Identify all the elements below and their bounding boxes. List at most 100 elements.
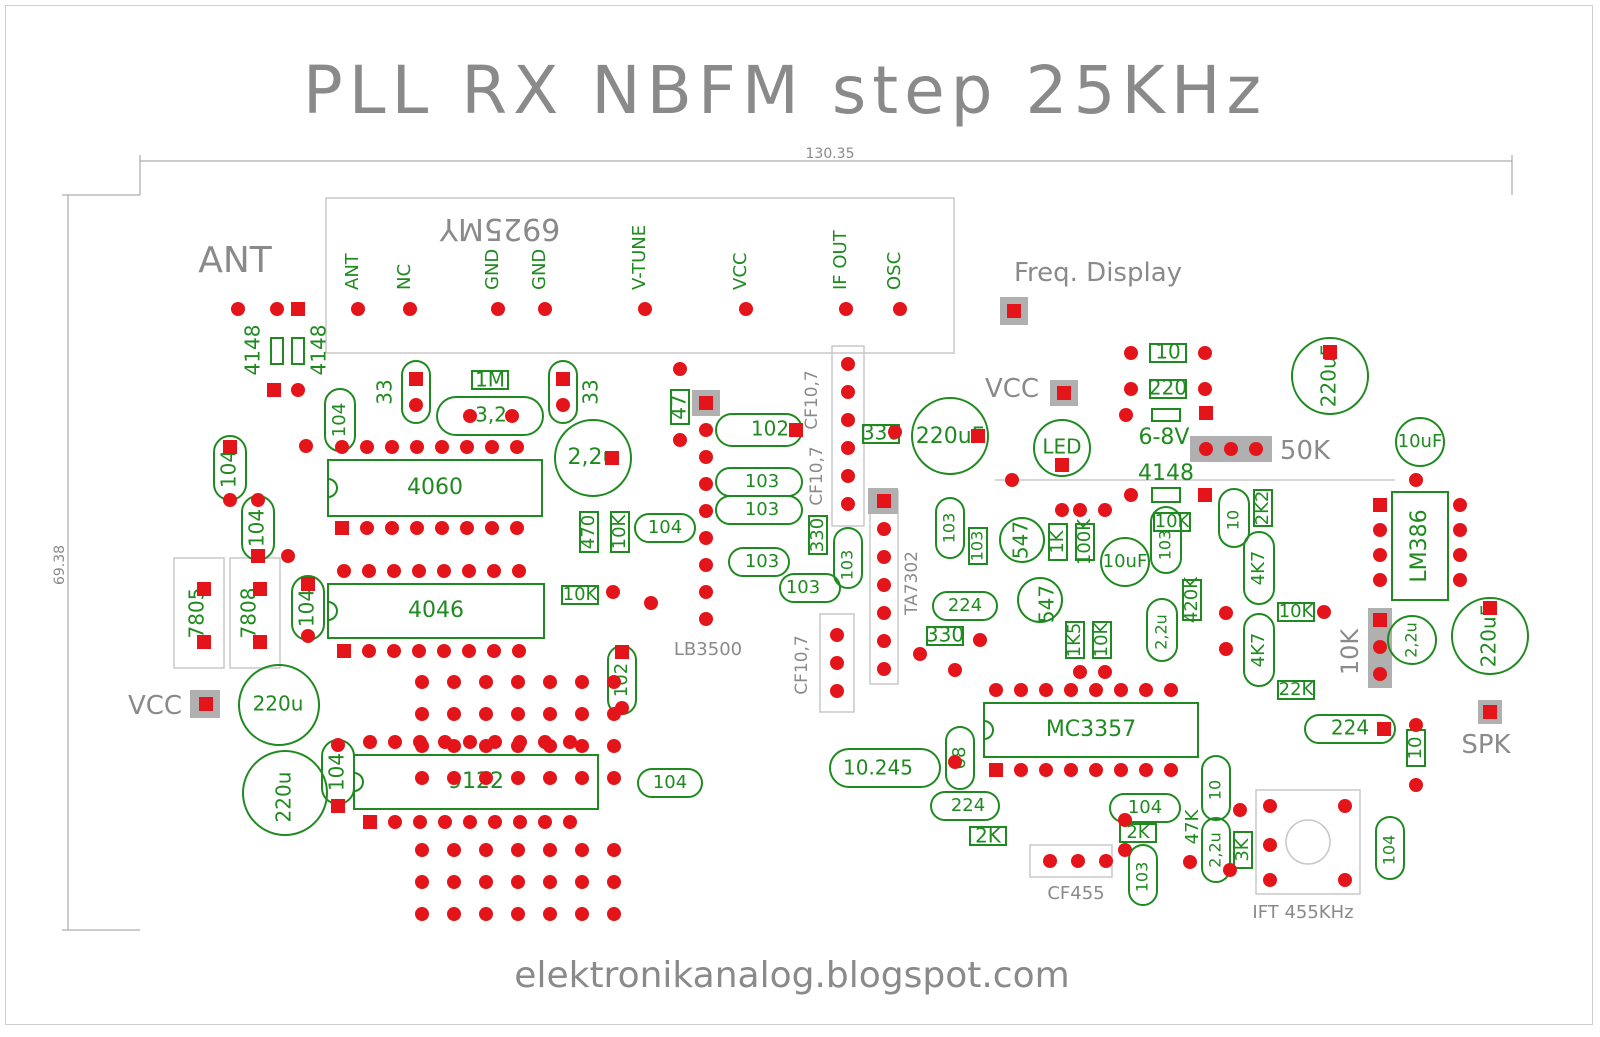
resistor-10b-label: 10	[1405, 737, 1426, 760]
pad-round	[1453, 548, 1467, 562]
ic-notch	[327, 478, 338, 498]
pad-round	[410, 521, 424, 535]
ic-notch	[353, 772, 364, 792]
pad-round	[543, 707, 557, 721]
pad-round	[1064, 763, 1078, 777]
pad-round	[485, 440, 499, 454]
cap-103f	[935, 497, 965, 559]
cap-68	[945, 726, 975, 790]
pad-round	[543, 771, 557, 785]
pad-round	[360, 521, 374, 535]
pad-round	[1373, 548, 1387, 562]
cap-2u2c-label: 2,2u	[1402, 622, 1421, 658]
pad-round	[360, 440, 374, 454]
pad-round	[447, 875, 461, 889]
led-label: LED	[1042, 435, 1081, 459]
resistor-330c-label: 330	[926, 623, 964, 647]
pad-round	[388, 735, 402, 749]
pad-round	[387, 644, 401, 658]
pad-round	[1064, 683, 1078, 697]
pad-round	[1233, 803, 1247, 817]
pad-square	[1323, 345, 1337, 359]
transistor-547a-label: 547	[1009, 521, 1033, 559]
pad-round	[699, 504, 713, 518]
pad-square	[615, 645, 629, 659]
pad-round	[877, 522, 891, 536]
pad-round	[699, 612, 713, 626]
pad-square	[267, 383, 281, 397]
resistor-420k-label: 420K	[1181, 576, 1202, 623]
crystal-3-2	[436, 396, 544, 436]
pad-round	[291, 383, 305, 397]
pad-round	[543, 907, 557, 921]
pad-round	[413, 815, 427, 829]
ant-label: ANT	[198, 240, 273, 281]
page-frame	[5, 5, 1593, 1025]
pad-round	[437, 644, 451, 658]
ic-mc3357	[983, 702, 1199, 758]
pad-round	[479, 739, 493, 753]
pad-round	[877, 550, 891, 564]
pad-round	[1039, 683, 1053, 697]
resistor-1k5-label: 1K5	[1064, 623, 1085, 658]
pad-round	[447, 771, 461, 785]
pad-round	[948, 663, 962, 677]
led-outline	[1033, 419, 1091, 477]
pad-round	[673, 362, 687, 376]
pad-round	[877, 578, 891, 592]
resistor-10k-b-label: 10K	[563, 584, 599, 605]
pad-round	[1219, 606, 1233, 620]
pad-round	[543, 875, 557, 889]
pad-round	[543, 675, 557, 689]
pad-square	[291, 302, 305, 316]
pad-round	[575, 875, 589, 889]
pad-round	[299, 439, 313, 453]
height-dimension-label: 69.38	[52, 545, 68, 585]
cf10-7-label-b: CF10,7	[807, 446, 827, 506]
pad-round	[281, 549, 295, 563]
pad-round	[510, 521, 524, 535]
resistor-47	[670, 389, 690, 425]
resistor-10k-d-label: 10K	[1155, 511, 1191, 532]
pad-round	[488, 815, 502, 829]
pad-round	[463, 815, 477, 829]
cap-103h-label: 103	[1133, 862, 1152, 893]
pad-round	[1373, 640, 1387, 654]
ift-label: IFT 455KHz	[1252, 902, 1353, 923]
pad-round	[699, 423, 713, 437]
pad-round	[877, 634, 891, 648]
pad-square	[223, 440, 237, 454]
pad-round	[388, 815, 402, 829]
resistor-100-label: 103	[968, 531, 987, 562]
module-pin-label: VCC	[730, 253, 751, 290]
pad-round	[1039, 763, 1053, 777]
pad-square	[556, 372, 570, 386]
pad-round	[1005, 473, 1019, 487]
transistor-547a	[999, 517, 1045, 563]
cap-220uf-tr	[1291, 337, 1369, 415]
cap-47a	[1243, 531, 1275, 605]
resistor-10k-e	[1277, 602, 1315, 622]
pad-round	[410, 440, 424, 454]
resistor-3k3	[1233, 831, 1253, 869]
pad-round	[1338, 873, 1352, 887]
cap-104a-label: 104	[217, 450, 241, 488]
cap-33a-label: 33	[373, 379, 397, 404]
diode-3-label: 4148	[1138, 461, 1194, 486]
pad-round	[505, 409, 519, 423]
pad-round	[893, 302, 907, 316]
cap-220u-a	[238, 664, 320, 746]
pad-round	[415, 707, 429, 721]
pad-square	[197, 635, 211, 649]
pad-square	[1373, 613, 1387, 627]
cap-103b-label: 103	[745, 499, 779, 520]
pad-round	[1453, 523, 1467, 537]
pad-round	[556, 398, 570, 412]
pad-round	[251, 493, 265, 507]
resistor-2k-label: 2K	[975, 824, 1002, 848]
pad-round	[1014, 763, 1028, 777]
resistor-10k-a	[610, 511, 630, 553]
resistor-10k-d	[1153, 512, 1191, 532]
